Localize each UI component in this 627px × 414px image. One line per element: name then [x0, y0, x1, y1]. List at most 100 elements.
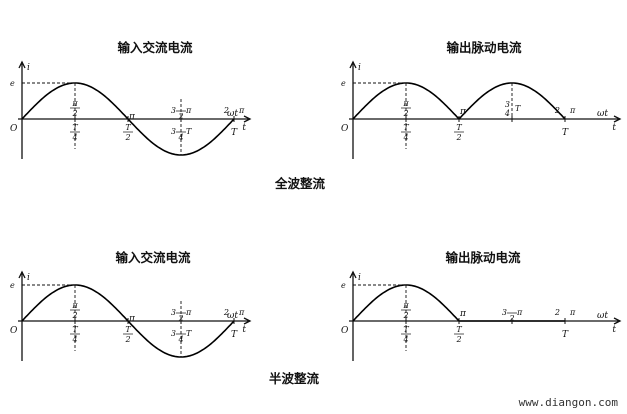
time-tick-1-denominator: 2: [455, 133, 461, 142]
angle-tick-2-suffix: π: [185, 308, 192, 317]
y-axis-label: i: [27, 63, 30, 73]
time-tick-0-numerator: T: [403, 123, 409, 132]
x-axis-arrow: [613, 317, 622, 325]
time-tick-1-numerator: T: [456, 325, 462, 334]
t-axis-label: t: [242, 123, 246, 133]
angle-tick-3-suffix: π: [569, 106, 576, 115]
peak-label: e: [10, 79, 15, 88]
angle-tick-2-denominator: 2: [177, 314, 183, 323]
angle-tick-0-numerator: π: [71, 99, 78, 108]
y-axis-label: i: [358, 273, 361, 283]
time-tick-0-denominator: 4: [402, 335, 408, 344]
angle-tick-1-label: π: [128, 112, 136, 122]
time-tick-2-suffix: T: [186, 127, 192, 136]
angle-tick-1-label: π: [459, 107, 467, 117]
angle-tick-0-denominator: 2: [402, 311, 408, 320]
omega-t-label: ωt: [227, 311, 238, 321]
waveform-curve: [352, 284, 565, 322]
angle-tick-2-suffix: π: [185, 106, 192, 115]
y-axis-arrow: [349, 60, 357, 69]
mid-mark-prefix: 3: [505, 100, 510, 109]
angle-tick-0-numerator: π: [71, 301, 78, 310]
time-tick-2-denominator: 4: [177, 335, 183, 344]
section-label-half-wave: 半波整流: [269, 371, 320, 386]
waveform-curve: [352, 82, 566, 121]
time-tick-2-prefix: 3: [171, 127, 176, 136]
angle-tick-1-label: π: [128, 314, 136, 324]
watermark-text: www.diangon.com: [519, 396, 619, 409]
angle-tick-0-denominator: 2: [71, 311, 77, 320]
angle-tick-3-prefix: 2: [554, 106, 560, 115]
x-axis-arrow: [243, 317, 252, 325]
x-axis-arrow: [243, 115, 252, 123]
peak-label: e: [10, 281, 15, 290]
y-axis-label: i: [358, 63, 361, 73]
origin-label: O: [10, 326, 18, 336]
y-axis-arrow: [18, 60, 26, 69]
peak-label: e: [341, 281, 346, 290]
omega-t-label: ωt: [227, 109, 238, 119]
angle-tick-3-prefix: 2: [554, 308, 560, 317]
t-axis-label: t: [612, 325, 616, 335]
origin-label: O: [10, 124, 18, 134]
origin-label: O: [341, 124, 349, 134]
time-tick-0-numerator: T: [403, 325, 409, 334]
mid-mark-denominator: 4: [504, 109, 510, 118]
time-tick-0-numerator: T: [72, 325, 78, 334]
angle-tick-0-numerator: π: [402, 301, 409, 310]
time-tick-3-label: T: [231, 330, 238, 340]
panel-title-half-input: 输入交流电流: [115, 250, 191, 265]
angle-tick-3-suffix: π: [238, 308, 245, 317]
time-tick-1-numerator: T: [125, 325, 131, 334]
angle-tick-2-suffix: π: [516, 308, 523, 317]
mid-mark-suffix: T: [515, 104, 521, 113]
angle-tick-3-prefix: 2: [223, 308, 229, 317]
panel-title-full-input: 输入交流电流: [117, 40, 193, 55]
angle-tick-2-prefix: 3: [171, 308, 176, 317]
angle-tick-0-denominator: 2: [71, 109, 77, 118]
angle-tick-0-numerator: π: [402, 99, 409, 108]
angle-tick-1-label: π: [459, 309, 467, 319]
time-tick-1-numerator: T: [125, 123, 131, 132]
time-tick-1-denominator: 2: [124, 133, 130, 142]
panel-title-full-output: 输出脉动电流: [446, 40, 522, 55]
angle-tick-2-prefix: 3: [502, 308, 507, 317]
time-tick-1-numerator: T: [456, 123, 462, 132]
time-tick-2-label: T: [562, 330, 569, 340]
angle-tick-0-denominator: 2: [402, 109, 408, 118]
angle-tick-3-suffix: π: [238, 106, 245, 115]
section-label-full-wave: 全波整流: [274, 176, 326, 191]
origin-label: O: [341, 326, 349, 336]
angle-tick-3-prefix: 2: [223, 106, 229, 115]
angle-tick-3-suffix: π: [569, 308, 576, 317]
t-axis-label: t: [242, 325, 246, 335]
t-axis-label: t: [612, 123, 616, 133]
time-tick-0-denominator: 4: [71, 133, 77, 142]
time-tick-2-denominator: 4: [177, 133, 183, 142]
angle-tick-2-denominator: 2: [177, 112, 183, 121]
x-axis-arrow: [613, 115, 622, 123]
time-tick-0-numerator: T: [72, 123, 78, 132]
y-axis-arrow: [349, 270, 357, 279]
time-tick-2-prefix: 3: [171, 329, 176, 338]
time-tick-1-denominator: 2: [455, 335, 461, 344]
angle-tick-2-prefix: 3: [171, 106, 176, 115]
time-tick-0-denominator: 4: [402, 133, 408, 142]
time-tick-2-suffix: T: [186, 329, 192, 338]
y-axis-label: i: [27, 273, 30, 283]
panel-title-half-output: 输出脉动电流: [445, 250, 521, 265]
time-tick-1-denominator: 2: [124, 335, 130, 344]
omega-t-label: ωt: [597, 109, 608, 119]
angle-tick-2-denominator: 2: [508, 314, 514, 323]
time-tick-3-label: T: [231, 128, 238, 138]
y-axis-arrow: [18, 270, 26, 279]
time-tick-2-label: T: [562, 128, 569, 138]
omega-t-label: ωt: [597, 311, 608, 321]
peak-label: e: [341, 79, 346, 88]
time-tick-0-denominator: 4: [71, 335, 77, 344]
